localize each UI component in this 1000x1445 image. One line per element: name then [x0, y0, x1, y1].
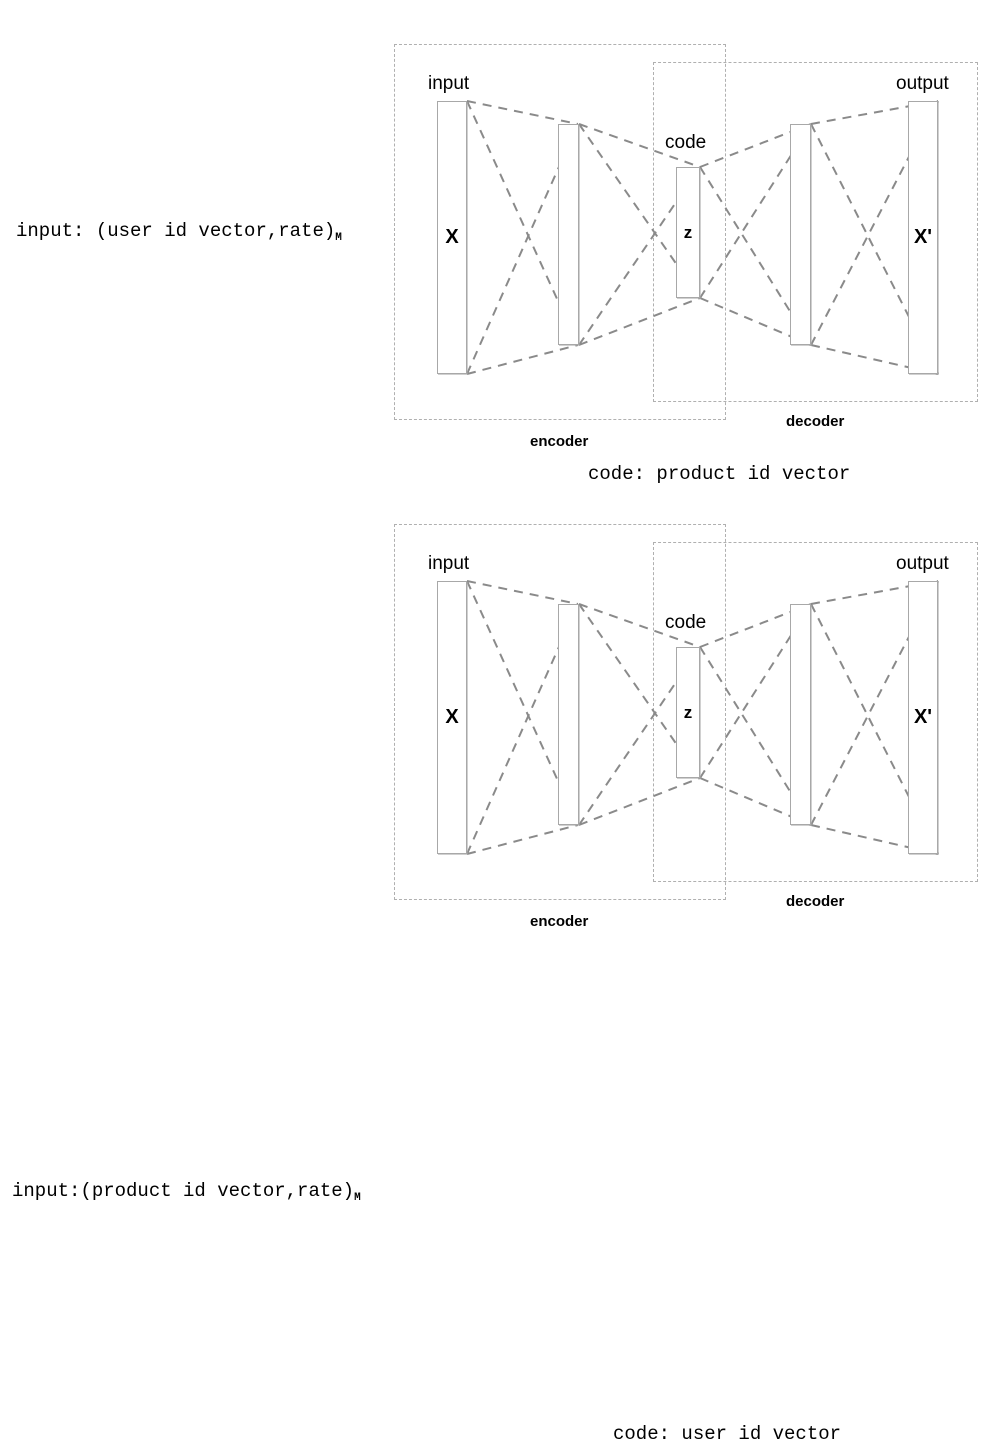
input-description-caption: input: (user id vector,rate)M: [16, 220, 342, 244]
code-description-caption: code: user id vector: [613, 1423, 842, 1445]
code-layer-bar: z: [676, 647, 700, 778]
input-layer-tag: input: [428, 73, 470, 94]
autoencoder-diagram-1: input code output X z X' encoder decoder…: [0, 0, 1000, 484]
code-layer-bar: z: [676, 167, 700, 298]
decoder-hidden-layer-bar: [790, 124, 811, 345]
encoder-hidden-layer-bar: [558, 124, 579, 345]
output-bar-label: X': [913, 706, 933, 728]
input-layer-bar: X: [437, 101, 467, 374]
input-layer-bar: X: [437, 581, 467, 854]
code-bar-label: z: [683, 703, 693, 722]
encoder-label: encoder: [530, 433, 589, 450]
input-description-caption: input:(product id vector,rate)M: [12, 1180, 361, 1204]
code-layer-tag: code: [665, 612, 707, 633]
autoencoder-diagram-2: input code output X z X' encoder decoder…: [0, 480, 1000, 1444]
decoder-label: decoder: [786, 893, 845, 910]
input-bar-label: X: [445, 226, 459, 248]
code-description-caption: code: product id vector: [588, 463, 851, 485]
output-layer-bar: X': [908, 581, 938, 854]
encoder-hidden-layer-bar: [558, 604, 579, 825]
output-bar-label: X': [913, 226, 933, 248]
output-layer-bar: X': [908, 101, 938, 374]
input-layer-tag: input: [428, 553, 470, 574]
input-caption-subscript: M: [354, 1192, 361, 1204]
output-layer-tag: output: [896, 73, 949, 94]
input-caption-subscript: M: [335, 232, 342, 244]
decoder-hidden-layer-bar: [790, 604, 811, 825]
code-layer-tag: code: [665, 132, 707, 153]
input-bar-label: X: [445, 706, 459, 728]
input-caption-text: input:(product id vector,rate): [12, 1180, 355, 1202]
decoder-label: decoder: [786, 413, 845, 430]
code-bar-label: z: [683, 223, 693, 242]
output-layer-tag: output: [896, 553, 949, 574]
input-caption-text: input: (user id vector,rate): [16, 220, 336, 242]
encoder-label: encoder: [530, 913, 589, 930]
